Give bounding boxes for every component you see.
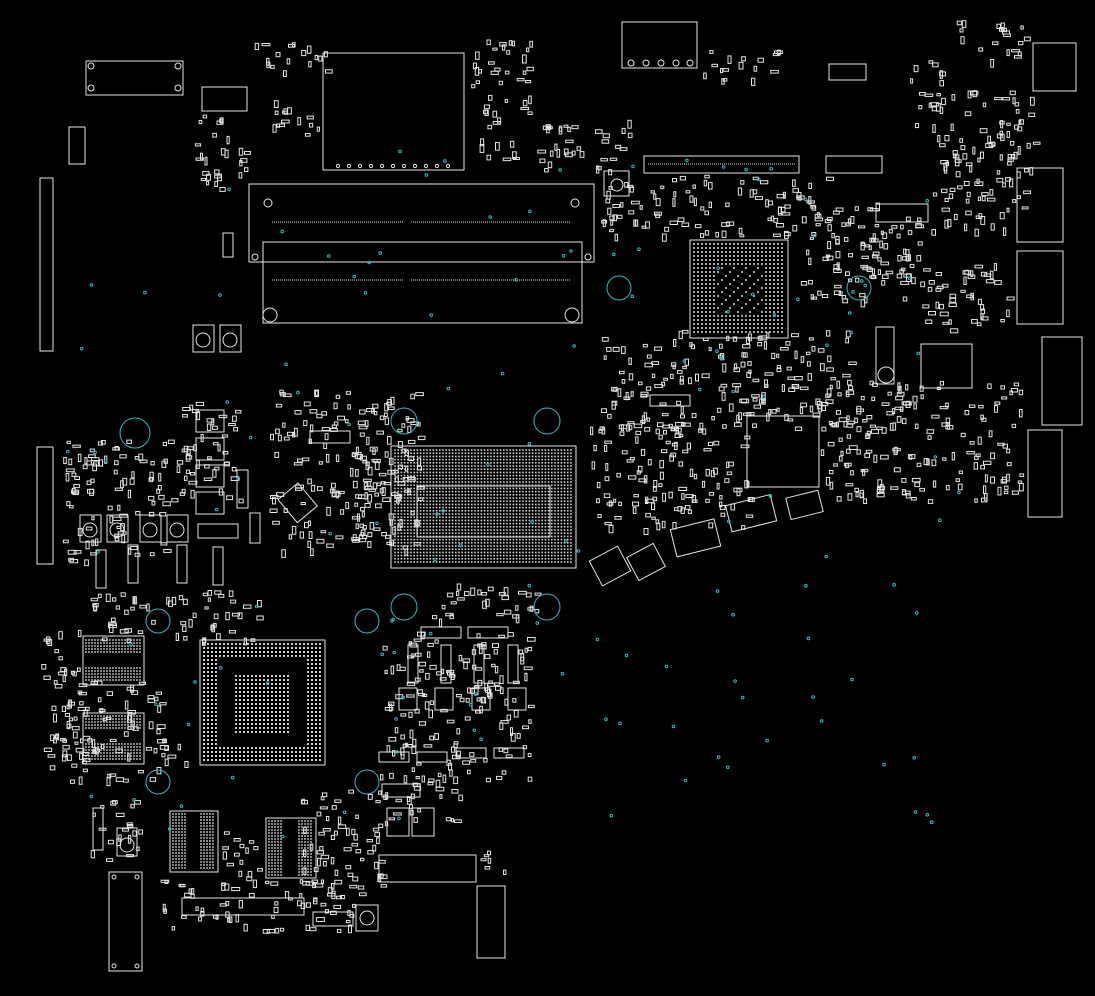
component[interactable] <box>378 854 477 883</box>
gpu-bga[interactable] <box>199 639 326 766</box>
usb-connector-1[interactable] <box>1016 167 1064 243</box>
ic-chip[interactable] <box>920 343 973 389</box>
audio-connector[interactable] <box>1027 429 1063 518</box>
corner-connector[interactable] <box>1032 42 1077 92</box>
top-left-connector[interactable] <box>85 60 184 96</box>
ic-chip[interactable] <box>746 415 820 488</box>
component[interactable] <box>201 86 248 112</box>
component[interactable] <box>476 885 506 959</box>
pch-chip[interactable] <box>689 239 789 339</box>
dimm-slot-2[interactable] <box>251 241 592 324</box>
lcd-connector[interactable] <box>643 155 800 174</box>
dimm-slot-1[interactable] <box>248 183 595 263</box>
top-connector[interactable] <box>621 21 698 69</box>
bottom-connector[interactable] <box>108 871 143 972</box>
component[interactable] <box>828 63 867 81</box>
usb-connector-2[interactable] <box>1016 250 1064 325</box>
vram-chips[interactable] <box>82 635 317 879</box>
left-lower-connector[interactable] <box>36 446 54 565</box>
cpu-socket-top[interactable] <box>322 52 465 171</box>
bottom-flex-connector[interactable] <box>181 897 305 916</box>
small-connector[interactable] <box>68 126 86 165</box>
component[interactable] <box>825 155 883 174</box>
cpu-bga[interactable] <box>390 445 577 569</box>
hdmi-connector[interactable] <box>1041 336 1083 426</box>
left-edge-connector[interactable] <box>39 177 54 352</box>
